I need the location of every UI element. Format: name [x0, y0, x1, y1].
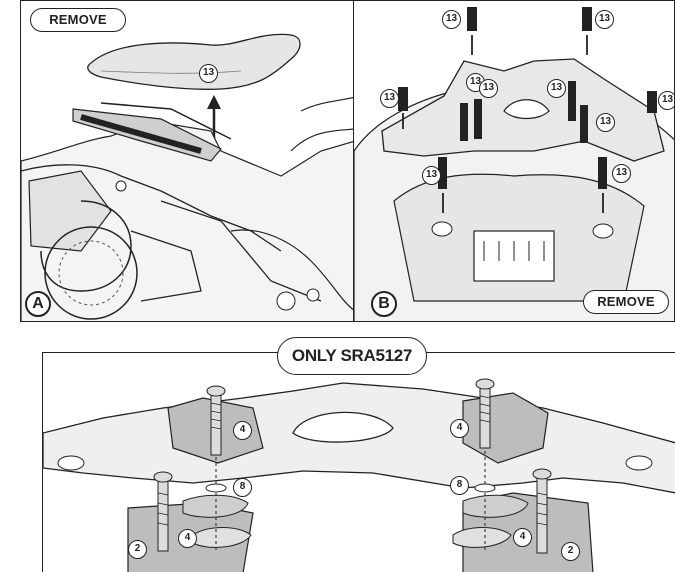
motorcycle-seat-illustration: [21, 33, 353, 321]
callout-8: 8: [450, 476, 469, 495]
panel-c-sra5127-mount: 4 8 2 4 4 8 4 2: [42, 352, 675, 572]
callout-13: 13: [479, 79, 498, 98]
rear-rack-illustration: [354, 7, 674, 321]
callout-13-seat: 13: [199, 64, 218, 83]
callout-4: 4: [178, 529, 197, 548]
remove-label: REMOVE: [583, 290, 669, 314]
callout-4: 4: [513, 528, 532, 547]
callout-13: 13: [380, 89, 399, 108]
callout-8: 8: [233, 478, 252, 497]
rack-adapter-illustration: [43, 378, 675, 572]
step-b-badge: B: [371, 291, 397, 317]
panel-b-remove-bolts: 13 13 13 13 13 13 13 13 13 13 B REMOVE: [353, 0, 675, 322]
callout-13: 13: [442, 10, 461, 29]
callout-4: 4: [450, 419, 469, 438]
step-a-badge: A: [25, 291, 51, 317]
callout-4: 4: [233, 421, 252, 440]
callout-13: 13: [596, 113, 615, 132]
callout-13: 13: [547, 79, 566, 98]
only-sra5127-title: ONLY SRA5127: [277, 337, 427, 375]
remove-label: REMOVE: [30, 8, 126, 32]
callout-13: 13: [422, 166, 441, 185]
callout-13: 13: [658, 91, 674, 110]
callout-13: 13: [595, 10, 614, 29]
callout-2: 2: [561, 542, 580, 561]
callout-13: 13: [612, 164, 631, 183]
callout-2: 2: [128, 540, 147, 559]
panel-a-remove-seat: REMOVE 13 A: [20, 0, 354, 322]
